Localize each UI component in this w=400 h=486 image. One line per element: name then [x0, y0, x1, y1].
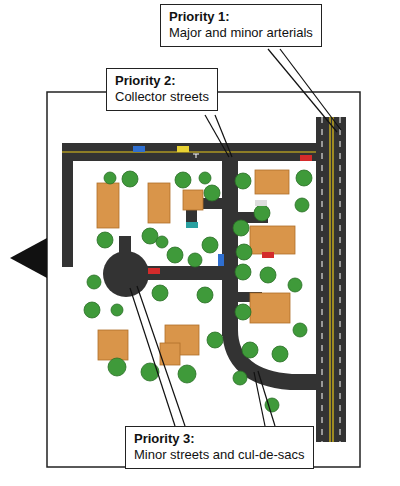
- arrow-marker: [10, 238, 47, 278]
- callout-body: Major and minor arterials: [169, 25, 313, 41]
- callout-heading: Priority 3:: [134, 431, 305, 447]
- callout-box: Priority 3:Minor streets and cul-de-sacs: [125, 426, 314, 469]
- callout-box: Priority 1:Major and minor arterials: [160, 4, 322, 47]
- roads: [62, 117, 346, 442]
- callout-heading: Priority 2:: [115, 73, 209, 89]
- cars: [133, 146, 312, 274]
- callout-body: Minor streets and cul-de-sacs: [134, 447, 305, 463]
- callout-body: Collector streets: [115, 89, 209, 105]
- callout-heading: Priority 1:: [169, 9, 313, 25]
- map-frame: [47, 92, 360, 467]
- houses: [97, 170, 295, 365]
- road-markings: [62, 117, 340, 442]
- trees: [84, 170, 312, 412]
- callout-box: Priority 2:Collector streets: [106, 68, 218, 111]
